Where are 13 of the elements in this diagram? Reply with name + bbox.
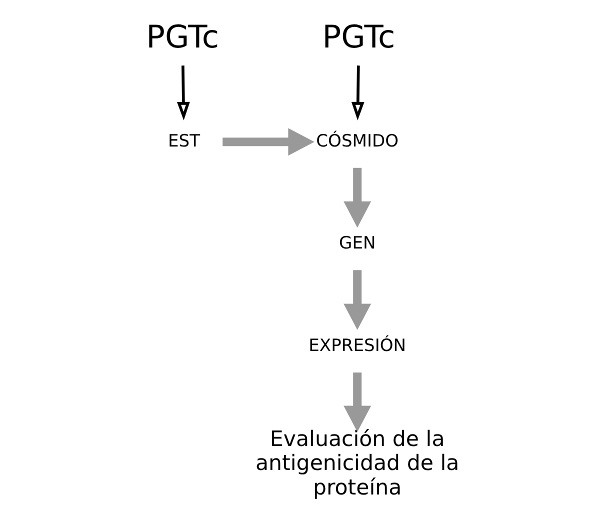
node-text: EXPRESIÓN	[308, 336, 406, 356]
arrow	[343, 372, 371, 432]
node-text: PGTc	[146, 20, 219, 56]
arrow	[343, 270, 371, 330]
node-text: CÓSMIDO	[316, 131, 398, 152]
node-text: Evaluación de la antigenicidad de la proteína	[255, 426, 459, 500]
arrow	[343, 168, 371, 228]
arrow	[222, 128, 314, 156]
arrow	[176, 66, 190, 120]
arrow	[350, 66, 364, 120]
node-text: GEN	[338, 234, 376, 254]
node-text: EST	[167, 131, 200, 152]
node-text: PGTc	[322, 20, 395, 56]
